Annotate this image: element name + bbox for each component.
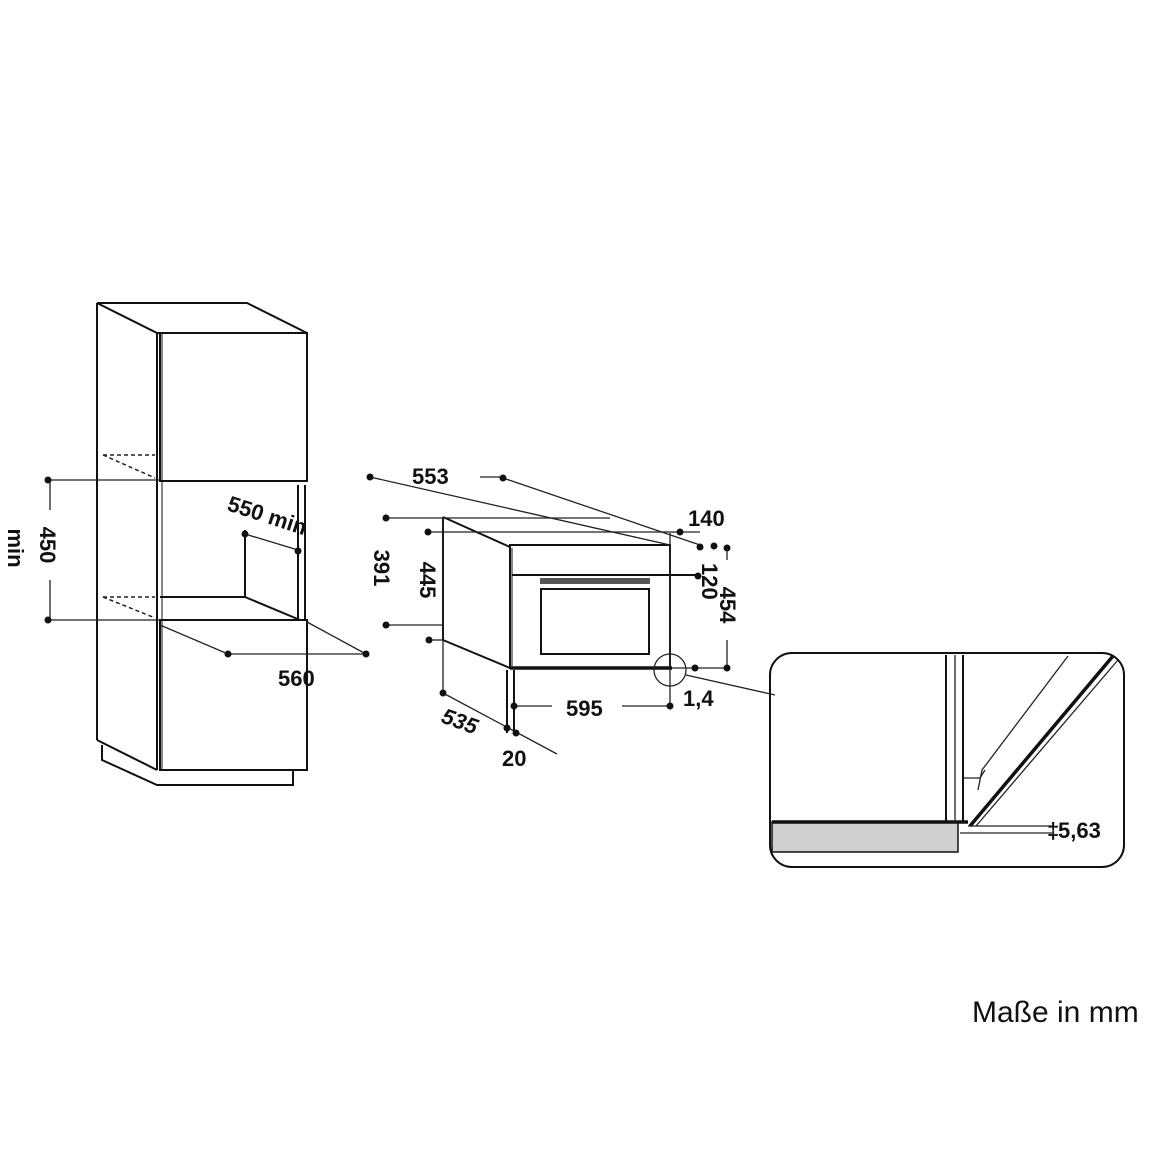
dim-gap: 1,4 (683, 686, 714, 711)
dim-width: 595 (566, 696, 603, 721)
dim-total-height: 454 (715, 587, 740, 624)
dim-top-offset: 140 (688, 506, 725, 531)
dim-height-391: 391 (369, 550, 394, 587)
dim-height-445: 445 (415, 562, 440, 599)
dim-niche-height: 450 (35, 527, 60, 564)
cabinet-drawing: 450 min 550 min 560 (3, 302, 370, 786)
units-label: Maße in mm (972, 996, 1139, 1029)
dim-front-thickness: 20 (502, 746, 526, 771)
dim-niche-width: 560 (278, 666, 315, 691)
dim-door-gap: 5,63 (1058, 818, 1101, 843)
dim-depth-body: 535 (438, 703, 482, 739)
detail-view: ‡ 5,63 (769, 652, 1125, 868)
dim-depth-top: 553 (412, 464, 449, 489)
dim-door-gap-marker: ‡ (1047, 818, 1059, 843)
dim-niche-height-suffix: min (3, 528, 28, 567)
dim-control-panel: 120 (697, 563, 722, 600)
detail-marker-circle (653, 653, 687, 687)
appliance-drawing: 553 391 445 140 120 454 1,4 (366, 464, 776, 771)
